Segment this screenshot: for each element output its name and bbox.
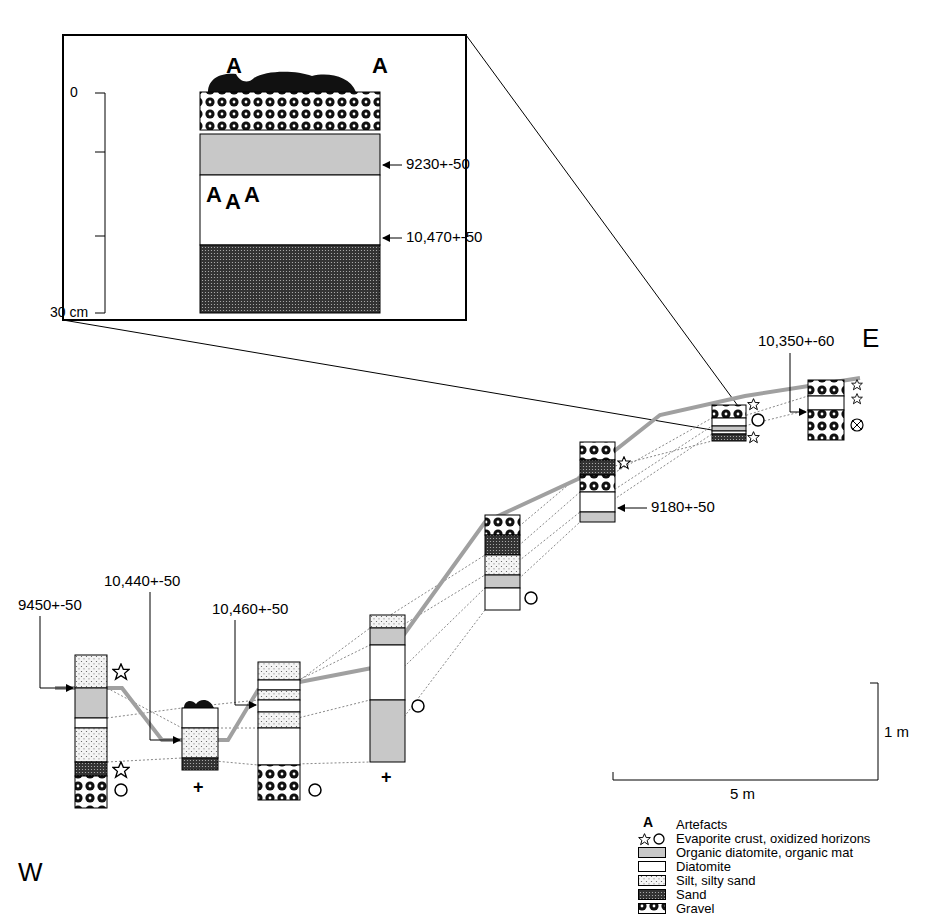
legend-text: Evaporite crust, oxidized horizons xyxy=(676,832,870,846)
legend-text: Silt, silty sand xyxy=(676,874,755,888)
artefact-mark: A xyxy=(225,190,241,214)
legend-text: Gravel xyxy=(676,902,714,916)
artefact-mark: A xyxy=(244,183,260,207)
legend-swatch xyxy=(638,861,666,872)
date-label: 9450+-50 xyxy=(18,597,82,614)
artefact-mark: A xyxy=(372,54,388,78)
legend-text: Artefacts xyxy=(676,818,727,832)
legend-text: Sand xyxy=(676,888,706,902)
artefact-mark: A xyxy=(226,54,242,78)
legend-swatch xyxy=(638,847,666,858)
plus-mark: + xyxy=(381,768,392,788)
direction-label: E xyxy=(862,324,879,353)
date-label: 9180+-50 xyxy=(651,499,715,516)
date-label: 10,440+-50 xyxy=(104,573,180,590)
date-label: 10,470+-50 xyxy=(406,229,482,246)
date-label: 10,350+-60 xyxy=(758,333,834,350)
artefact-mark: A xyxy=(206,183,222,207)
scale-label: 1 m xyxy=(884,724,909,741)
legend-text: Diatomite xyxy=(676,860,731,874)
legend-symbol: A xyxy=(643,815,653,830)
date-label: 10,460+-50 xyxy=(212,601,288,618)
scale-label: 5 m xyxy=(730,786,755,803)
scale-label: 0 xyxy=(70,85,78,100)
direction-label: W xyxy=(18,858,43,887)
date-label: 9230+-50 xyxy=(406,156,470,173)
legend-text: Organic diatomite, organic mat xyxy=(676,846,853,860)
scale-label: 30 cm xyxy=(50,305,88,320)
plus-mark: + xyxy=(193,778,204,798)
